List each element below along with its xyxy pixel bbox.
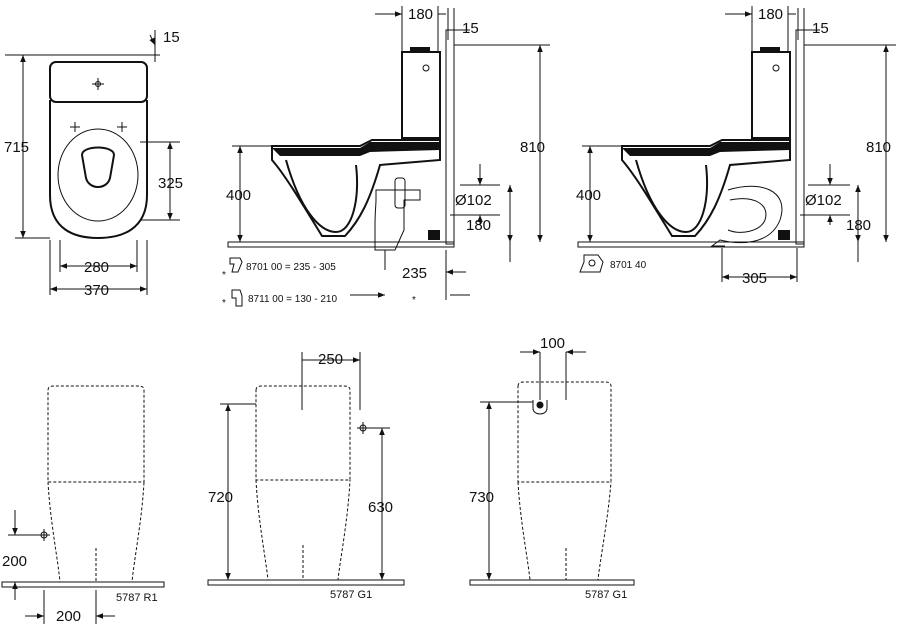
- top-dim-seat: 280: [84, 259, 109, 276]
- front-g1a-dim-total: 720: [208, 489, 233, 506]
- side-a-dim-pipe: Ø102: [455, 192, 492, 209]
- side-b-wall: [795, 29, 805, 245]
- side-b-floor: [577, 241, 805, 248]
- front-r1-code: 5787 R1: [116, 592, 158, 604]
- top-seat-ring: [57, 128, 139, 222]
- front-r1-dim-width: 200: [56, 608, 81, 624]
- front-g1b-inlet-icon: [532, 400, 548, 415]
- side-a-dim-height: 810: [520, 139, 545, 156]
- side-a-tank: [401, 51, 441, 139]
- side-b-adapter-icon: [579, 254, 604, 273]
- side-b-dim-wall: 15: [812, 20, 829, 37]
- front-g1a-dim-top: 250: [318, 351, 343, 368]
- side-a-dim-pipe-height: 180: [466, 217, 491, 234]
- front-g1b-floor: [469, 579, 635, 586]
- top-tank-outline: [49, 61, 148, 103]
- side-a-bowl: [271, 139, 441, 237]
- front-r1-tank: [47, 385, 145, 483]
- side-b-dim-bowl: 400: [576, 187, 601, 204]
- top-dim-wall-gap: 15: [163, 29, 180, 46]
- top-view: 15 715 325 280 370: [4, 29, 183, 299]
- side-view-a: 180 15 810 400 Ø102 180 235 *: [222, 6, 550, 309]
- side-b-outlet-pipe: [710, 185, 783, 247]
- top-dim-width: 370: [84, 282, 109, 299]
- side-b-tank: [751, 51, 791, 139]
- front-r1-dim-height: 200: [2, 553, 27, 570]
- front-view-g1-a: 250 720 630 5787 G1: [207, 351, 405, 601]
- side-b-bowl: [621, 139, 791, 237]
- top-dim-bowl: 325: [158, 175, 183, 192]
- flush-button-icon: [92, 78, 104, 90]
- side-b-dim-pipe-height: 180: [846, 217, 871, 234]
- front-g1a-floor: [207, 579, 405, 586]
- front-g1b-code: 5787 G1: [585, 589, 627, 601]
- front-g1b-tank: [517, 381, 612, 483]
- hinge-hole-right-icon: [117, 122, 127, 132]
- front-r1-bowl: [47, 481, 145, 583]
- side-a-dim-bowl: 400: [226, 187, 251, 204]
- side-a-dim-wall: 15: [462, 20, 479, 37]
- side-b-note-1: 8701 40: [610, 260, 647, 271]
- side-view-b: 180 15 810 400 Ø102 180 305 8701 40: [576, 6, 896, 287]
- side-a-outlet-pipe: [374, 189, 421, 251]
- side-b-dim-top: 180: [758, 6, 783, 23]
- side-b-dim-offset: 305: [742, 270, 767, 287]
- side-a-dim-top: 180: [408, 6, 433, 23]
- side-a-floor: [227, 241, 455, 248]
- front-g1b-dim-total: 730: [469, 489, 494, 506]
- top-bowl-outline: [49, 100, 148, 240]
- side-b-dim-pipe: Ø102: [805, 192, 842, 209]
- front-view-g1-b: 100 730 5787 G1: [469, 335, 635, 601]
- front-g1a-code: 5787 G1: [330, 589, 372, 601]
- side-b-seat: [622, 142, 790, 156]
- adapter-icon: [229, 257, 243, 307]
- side-a-dim-offset: 235: [402, 265, 427, 282]
- front-r1-floor: [1, 581, 165, 588]
- top-dim-length: 715: [4, 139, 29, 156]
- side-a-trap: [285, 159, 358, 234]
- side-a-note-1: 8701 00 = 235 - 305: [246, 262, 336, 273]
- side-b-dim-height: 810: [866, 139, 891, 156]
- side-b-trap: [635, 159, 708, 234]
- svg-text:*: *: [222, 270, 226, 281]
- front-g1a-dim-inlet: 630: [368, 499, 393, 516]
- front-view-r1: 200 200 5787 R1: [1, 385, 165, 624]
- front-g1a-tank: [255, 385, 351, 481]
- front-g1a-bowl: [255, 479, 351, 581]
- side-a-wall: [445, 29, 455, 245]
- hinge-hole-left-icon: [70, 122, 80, 132]
- side-a-star: *: [412, 295, 416, 306]
- front-g1b-bowl: [517, 481, 612, 581]
- side-a-note-2: 8711 00 = 130 - 210: [248, 294, 337, 305]
- front-g1b-dim-top: 100: [540, 335, 565, 352]
- side-a-seat: [272, 142, 440, 156]
- svg-text:*: *: [222, 298, 226, 309]
- top-bowl-opening: [80, 146, 116, 188]
